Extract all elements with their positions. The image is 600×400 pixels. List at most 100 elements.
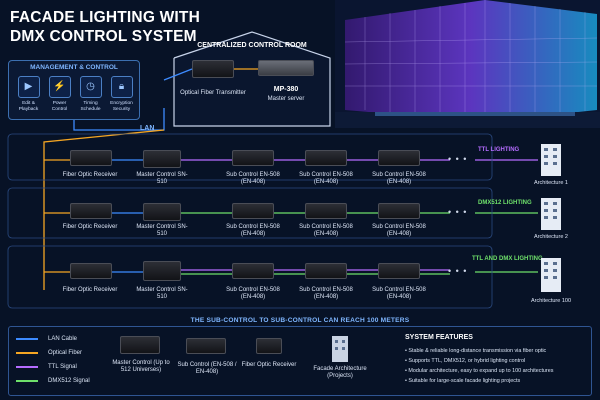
feature-text: Supports TTL, DMX512, or hybrid lighting…: [408, 358, 526, 364]
mgmt-item-timing: ◷ Timing Schedule: [77, 76, 104, 112]
sub-label: Sub Control EN-508 (EN-408): [299, 172, 353, 185]
receiver-label: Fiber Optic Receiver: [62, 287, 118, 293]
legend-device-label: Master Control (Up to 512 Universes): [112, 360, 170, 373]
playback-icon: ▶: [17, 76, 40, 98]
sub-control-device: [378, 263, 420, 279]
legend-receiver-device: [256, 338, 282, 354]
sub-control-device: [232, 203, 274, 219]
lan-link-room: [163, 68, 193, 81]
master-label: Master Control SN-510: [136, 172, 188, 185]
feature-item: • Suitable for large-scale facade lighti…: [405, 378, 521, 384]
facade-building-illustration: [335, 0, 600, 128]
row-tag: TTL LIGHTING: [478, 147, 520, 153]
row-2-frame: [7, 187, 493, 239]
control-room-outline: [173, 31, 331, 127]
lock-icon: 🔒︎: [110, 76, 133, 98]
mgmt-item-label: Power Control: [51, 101, 68, 112]
server-label: Master server: [267, 96, 305, 102]
sub-control-device: [378, 150, 420, 166]
continuation-dots: • • •: [448, 266, 468, 276]
legend-device-label: Sub Control (EN-508 / EN-408): [177, 362, 237, 375]
management-panel: MANAGEMENT & CONTROL ▶ Edit & Playback ⚡ P…: [8, 60, 140, 120]
fiber-receiver-device: [70, 203, 112, 219]
fiber-receiver-device: [70, 150, 112, 166]
row-3-frame: [7, 245, 493, 309]
clock-icon: ◷: [79, 76, 102, 98]
master-label: Master Control SN-510: [136, 287, 188, 300]
row-tag: TTL AND DMX LIGHTING: [472, 256, 543, 262]
ttl-swatch: [16, 366, 38, 368]
mgmt-item-security: 🔒︎ Encryption Security: [108, 76, 135, 112]
server-model: MP-380: [273, 86, 299, 93]
sub-label: Sub Control EN-508 (EN-408): [226, 172, 280, 185]
sub-label: Sub Control EN-508 (EN-408): [226, 287, 280, 300]
feature-item: • Stable & reliable long-distance transm…: [405, 348, 547, 354]
feature-text: Stable & reliable long-distance transmis…: [408, 348, 547, 354]
mgmt-item-label: Encryption Security: [110, 101, 133, 112]
sub-control-device: [305, 203, 347, 219]
power-icon: ⚡: [48, 76, 71, 98]
control-room-title: CENTRALIZED CONTROL ROOM: [197, 42, 307, 49]
continuation-dots: • • •: [448, 154, 468, 164]
master-control-device: [143, 203, 181, 221]
distance-note: THE SUB-CONTROL TO SUB-CONTROL CAN REACH…: [190, 317, 410, 324]
mgmt-item-label: Timing Schedule: [80, 101, 101, 112]
legend-lan: LAN Cable: [16, 336, 77, 342]
feature-text: Suitable for large-scale facade lighting…: [408, 378, 521, 384]
legend-master-device: [120, 336, 160, 354]
lan-line-top: [73, 108, 165, 131]
sub-label: Sub Control EN-508 (EN-408): [226, 224, 280, 237]
management-title: MANAGEMENT & CONTROL: [30, 64, 118, 71]
features-title: SYSTEM FEATURES: [405, 334, 473, 341]
feature-item: • Supports TTL, DMX512, or hybrid lighti…: [405, 358, 526, 364]
legend-label: TTL Signal: [48, 364, 77, 370]
master-server: [258, 60, 314, 76]
legend-device-label: Facade Architecture (Projects): [313, 366, 367, 379]
legend-dmx: DMX512 Signal: [16, 378, 90, 384]
lan-label: LAN: [140, 125, 155, 132]
sub-label: Sub Control EN-508 (EN-408): [372, 287, 426, 300]
mgmt-item-label: Edit & Playback: [18, 101, 39, 112]
receiver-label: Fiber Optic Receiver: [62, 224, 118, 230]
legend-panel: [8, 326, 592, 396]
fiber-swatch: [16, 352, 38, 354]
architecture-label: Architecture 100: [530, 298, 572, 304]
legend-label: Optical Fiber: [48, 350, 83, 356]
legend-device-label: Fiber Optic Receiver: [241, 362, 297, 368]
architecture-label: Architecture 2: [534, 234, 568, 240]
fiber-receiver-device: [70, 263, 112, 279]
sub-label: Sub Control EN-508 (EN-408): [372, 224, 426, 237]
transmitter-label: Optical Fiber Transmitter: [180, 90, 246, 96]
architecture-building-icon: [541, 144, 561, 176]
master-control-device: [143, 261, 181, 281]
row-tag: DMX512 LIGHTING: [478, 200, 532, 206]
legend-label: DMX512 Signal: [48, 378, 90, 384]
master-control-device: [143, 150, 181, 168]
sub-control-device: [232, 263, 274, 279]
architecture-label: Architecture 1: [534, 180, 568, 186]
continuation-dots: • • •: [448, 207, 468, 217]
sub-label: Sub Control EN-508 (EN-408): [299, 287, 353, 300]
mgmt-item-playback: ▶ Edit & Playback: [15, 76, 42, 112]
architecture-building-icon: [541, 258, 561, 292]
optical-fiber-transmitter: [192, 60, 234, 78]
lan-swatch: [16, 338, 38, 340]
legend-sub-device: [186, 338, 226, 354]
sub-control-device: [305, 263, 347, 279]
page-title: FACADE LIGHTING WITH DMX CONTROL SYSTEM: [10, 9, 200, 45]
sub-control-device: [305, 150, 347, 166]
feature-text: Modular architecture, easy to expand up …: [408, 368, 554, 374]
legend-label: LAN Cable: [48, 336, 78, 342]
sub-control-device: [378, 203, 420, 219]
receiver-label: Fiber Optic Receiver: [62, 172, 118, 178]
dmx-swatch: [16, 380, 38, 382]
sub-label: Sub Control EN-508 (EN-408): [372, 172, 426, 185]
sub-label: Sub Control EN-508 (EN-408): [299, 224, 353, 237]
legend-fiber: Optical Fiber: [16, 350, 82, 356]
legend-building-icon: [332, 336, 348, 362]
mgmt-item-power: ⚡ Power Control: [46, 76, 73, 112]
legend-ttl: TTL Signal: [16, 364, 77, 370]
row-1-frame: [7, 133, 493, 181]
architecture-building-icon: [541, 198, 561, 230]
